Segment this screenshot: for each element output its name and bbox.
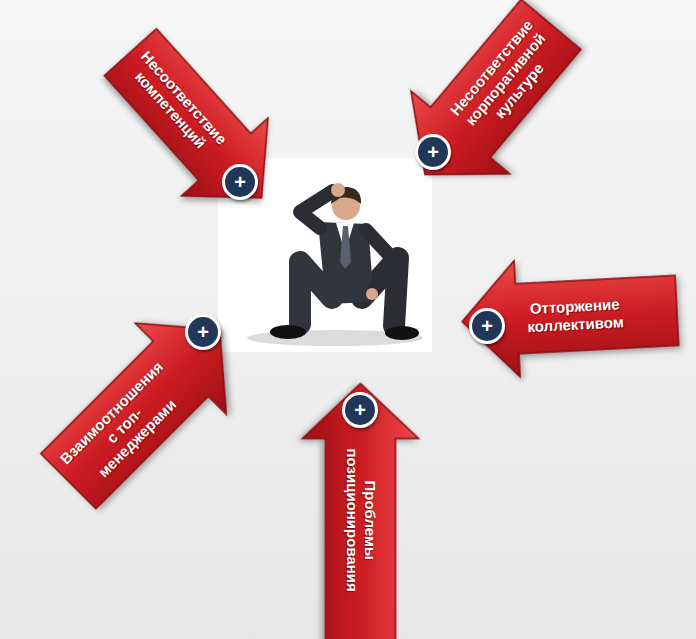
arrow-text-block: Отторжение коллективом bbox=[526, 295, 626, 336]
arrow-text-block: Проблемы позиционирования bbox=[342, 448, 378, 593]
arrow-outline bbox=[459, 253, 680, 380]
arrow-label: Проблемы позиционирования bbox=[342, 448, 378, 591]
photo-frame bbox=[218, 158, 432, 352]
plus-badge: + bbox=[222, 164, 258, 200]
plus-badge: + bbox=[415, 134, 451, 170]
arrow-outline bbox=[88, 14, 305, 237]
plus-badge: + bbox=[342, 392, 378, 428]
arrow-label: Отторжение коллективом bbox=[526, 296, 624, 337]
plus-badge: + bbox=[185, 314, 221, 350]
sad-man-figure bbox=[247, 183, 423, 346]
arrow-outline bbox=[376, 0, 601, 216]
plus-badge: + bbox=[469, 308, 505, 344]
arrow-outline bbox=[23, 284, 266, 527]
arrow-outline bbox=[302, 383, 418, 639]
